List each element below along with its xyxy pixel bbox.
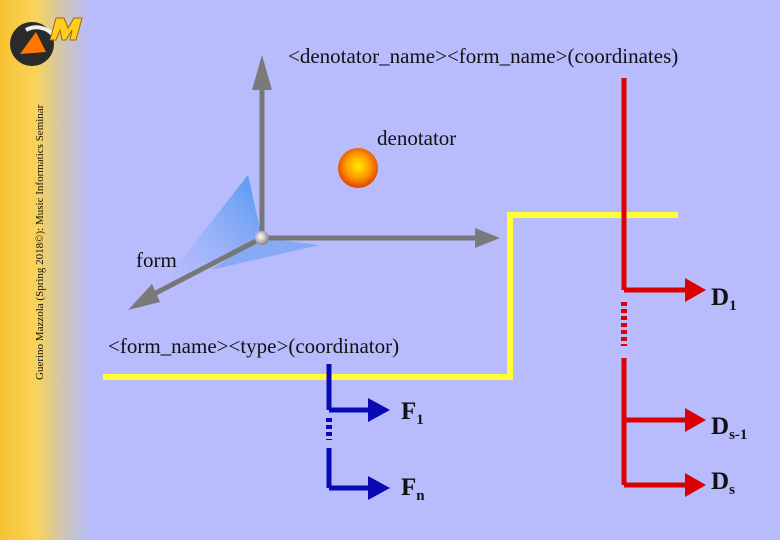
- denotator-label: denotator: [377, 126, 457, 150]
- form-tree: [326, 364, 390, 500]
- origin-point: [255, 231, 269, 245]
- form-label: form: [136, 248, 177, 272]
- form-node-f1: F1: [401, 398, 424, 428]
- sidebar: [0, 0, 90, 540]
- axis-arrow-icon: [252, 55, 272, 90]
- denotator-sphere-icon: [338, 148, 378, 188]
- form-node-fn: Fn: [401, 474, 425, 504]
- form-plane: [150, 175, 262, 300]
- logo-icon: [10, 17, 83, 66]
- axis-arrow-icon: [475, 228, 500, 248]
- axis-arrow-icon: [128, 284, 160, 310]
- form-plane-glow: [210, 238, 320, 270]
- denotator-tree: [621, 78, 706, 497]
- denotator-node-d1: D1: [711, 284, 737, 314]
- diagonal-axis: [148, 235, 264, 299]
- yellow-divider-line: [103, 212, 678, 380]
- form-syntax-label: <form_name><type>(coordinator): [108, 334, 400, 358]
- denotator-node-ds-1: Ds-1: [711, 413, 748, 443]
- denotator-node-ds: Ds: [711, 468, 735, 498]
- denotator-syntax-label: <denotator_name><form_name>(coordinates): [288, 44, 679, 68]
